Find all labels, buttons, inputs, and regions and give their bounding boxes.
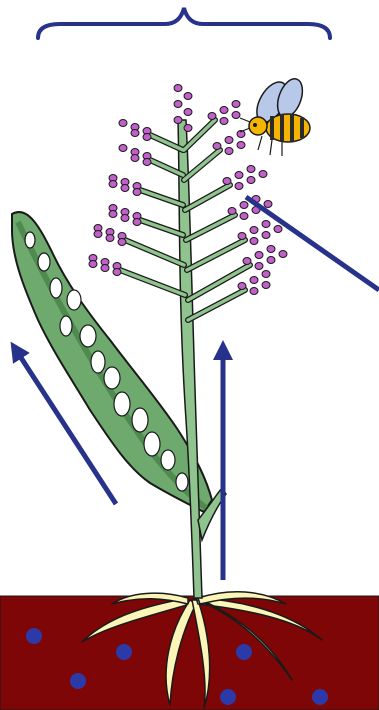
flower-bud — [113, 269, 121, 276]
flower-bud — [259, 171, 267, 178]
flower-bud — [131, 155, 139, 162]
flower-bud — [223, 178, 231, 185]
flower-bud — [109, 211, 117, 218]
flower-bud — [184, 109, 192, 116]
flower-cluster — [109, 175, 141, 196]
flower-bud — [279, 251, 287, 258]
flower-bud — [262, 271, 270, 278]
flower-cluster — [94, 225, 126, 246]
flower-bud — [106, 235, 114, 242]
flower-bud — [228, 208, 236, 215]
flower-bud — [267, 246, 275, 253]
flower-bud — [133, 219, 141, 226]
flower-bud — [235, 183, 243, 190]
flower-bud — [220, 118, 228, 125]
flower-bud — [247, 177, 255, 184]
flower-bud — [174, 101, 182, 108]
flower-bud — [250, 277, 258, 284]
flower-bud — [238, 233, 246, 240]
flower-bud — [184, 93, 192, 100]
flowering-plant-icon — [89, 85, 287, 599]
flower-bud — [225, 148, 233, 155]
flower-bud — [250, 238, 258, 245]
flower-bud — [133, 189, 141, 196]
flower-bud — [274, 226, 282, 233]
soil-dot — [70, 673, 86, 689]
flower-bud — [213, 143, 221, 150]
flower-bud — [237, 142, 245, 149]
soil-dot — [26, 628, 42, 644]
flower-bud — [184, 125, 192, 132]
flower-bud — [119, 145, 127, 152]
flower-bud — [232, 101, 240, 108]
flower-bud — [174, 117, 182, 124]
flower-bud — [109, 181, 117, 188]
soil-dot — [312, 689, 328, 705]
flower-bud — [250, 227, 258, 234]
flower-cluster — [89, 255, 121, 276]
flower-bud — [255, 263, 263, 270]
flower-cluster — [119, 145, 151, 166]
flower-bud — [240, 202, 248, 209]
flower-bud — [235, 172, 243, 179]
flower-bud — [267, 257, 275, 264]
flower-bud — [89, 261, 97, 268]
flower-bud — [143, 159, 151, 166]
flower-bud — [250, 288, 258, 295]
flower-cluster — [119, 120, 151, 141]
flower-bud — [238, 283, 246, 290]
curly-brace-icon — [38, 8, 330, 38]
flower-bud — [247, 166, 255, 173]
flower-cluster — [109, 205, 141, 226]
flower-bud — [262, 221, 270, 228]
soil-dot — [116, 644, 132, 660]
flower-bud — [220, 107, 228, 114]
flower-bud — [225, 137, 233, 144]
flower-bud — [118, 239, 126, 246]
flower-bud — [119, 120, 127, 127]
flower-bud — [131, 130, 139, 137]
flower-bud — [121, 215, 129, 222]
soil-dot — [236, 644, 252, 660]
flower-bud — [94, 231, 102, 238]
flower-bud — [264, 201, 272, 208]
flower-bud — [255, 252, 263, 259]
flower-bud — [121, 185, 129, 192]
flower-bud — [101, 265, 109, 272]
flower-bud — [262, 282, 270, 289]
flower-bud — [240, 213, 248, 220]
bee-icon — [240, 75, 310, 156]
flower-bud — [232, 112, 240, 119]
flower-bud — [243, 258, 251, 265]
flower-bud — [174, 85, 182, 92]
soil-dot — [220, 689, 236, 705]
flower-bud — [143, 134, 151, 141]
flower-bud — [208, 113, 216, 120]
flower-bud — [262, 232, 270, 239]
